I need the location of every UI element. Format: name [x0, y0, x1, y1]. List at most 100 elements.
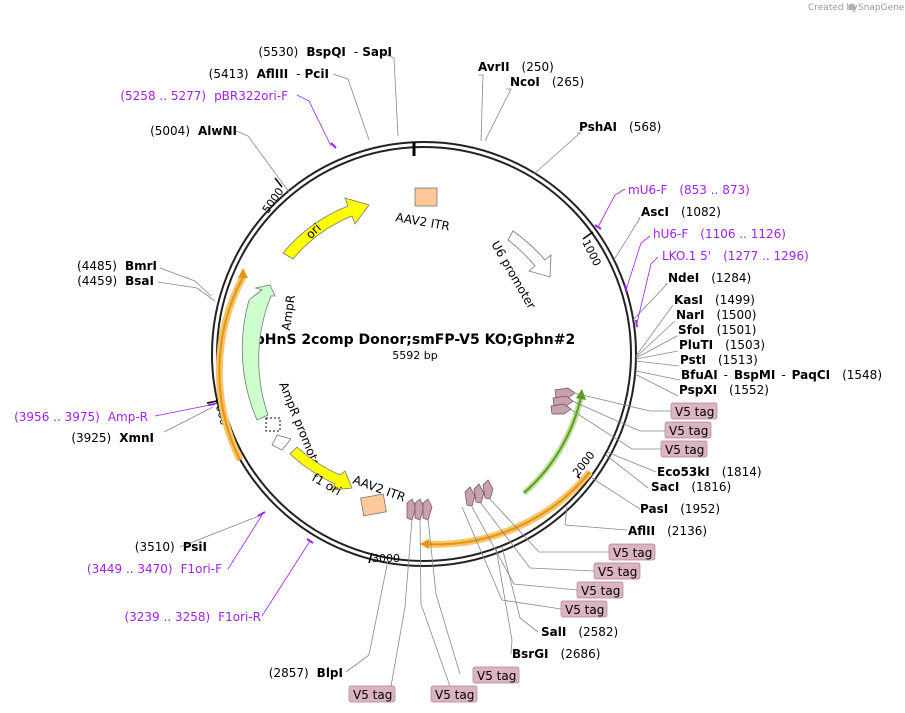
f1-ori-arrow: [289, 446, 353, 491]
primer-f1ori-r: (3239 .. 3258)F1ori-R: [124, 610, 261, 624]
leader-psii: [179, 515, 260, 548]
ampr-promoter-arrow: [271, 434, 292, 451]
v5-tag-label: V5 tag: [675, 405, 714, 419]
leader-lko1: [636, 256, 659, 324]
leader-v5: [479, 501, 595, 572]
leader-xmni: [163, 406, 214, 433]
leader-pasi: [591, 477, 641, 510]
u6-promoter-arrow: [507, 230, 552, 278]
v5-tag: V5 tag: [576, 581, 624, 599]
v5-tag: V5 tag: [660, 440, 708, 458]
orange-arc-bottom-halo: [424, 469, 593, 548]
leader-v5: [573, 392, 671, 412]
leader-aflii: [564, 506, 628, 531]
v5-glyph: [473, 483, 485, 504]
aav2-itr-bottom-box: [360, 493, 387, 517]
features: ori AAV2 ITR U6 promoter AmpR AmpR promo…: [215, 187, 593, 549]
leader-pshai: [533, 132, 582, 175]
leader-bsai: [157, 281, 216, 302]
tick-marks: 1000 2000 3000 4000 5000: [206, 177, 604, 565]
enzyme-bspqi: (5530)BspQI-SapI: [258, 45, 392, 59]
leader-v5: [427, 518, 461, 675]
v5-glyph: [552, 395, 574, 407]
tick-label-3000: 3000: [372, 552, 400, 565]
leader-pspxi: [634, 373, 679, 397]
v5-tag-label: V5 tag: [477, 669, 516, 683]
leader-kasi: [635, 304, 674, 357]
v5-tag-label: V5 tag: [665, 443, 704, 457]
enzyme-asci: AscI(1082): [641, 205, 721, 219]
primer-f1ori-f: (3449 .. 3470)F1ori-F: [87, 562, 222, 576]
aav2-itr-top-label: AAV2 ITR: [394, 210, 450, 233]
enzyme-ncoi: NcoI(265): [510, 75, 584, 89]
enzyme-eco53ki: Eco53kI(1814): [657, 465, 762, 479]
primers: (5258 .. 5277)pBR322ori-F mU6-F(853 .. 8…: [14, 89, 809, 624]
primer-lko1: LKO.1 5'(1277 .. 1296): [662, 249, 809, 263]
v5-tag-boxes: V5 tag V5 tag V5 tag V5 tag V5 tag V5 ta…: [348, 402, 718, 703]
enzyme-bfuai: BfuAI-BspMI-PaqCI(1548): [681, 368, 882, 382]
v5-leaders: [389, 392, 671, 693]
v5-tag-label: V5 tag: [581, 584, 620, 598]
enzyme-psti: PstI(1513): [680, 353, 758, 367]
orange-arc-left: [218, 276, 244, 461]
enzyme-blpi: (2857)BlpI: [269, 666, 343, 680]
leader-f1ori-r: [261, 540, 311, 617]
primer-mark: [257, 511, 266, 517]
leader-v5: [461, 506, 562, 610]
snapgene-credit: Created by SnapGene: [808, 3, 905, 13]
v5-tag: V5 tag: [560, 600, 608, 618]
v5-glyph: [482, 479, 494, 500]
primer-amp-r: (3956 .. 3975)Amp-R: [14, 410, 148, 424]
enzyme-saci: SacI(1816): [651, 480, 731, 494]
primer-mark: [306, 538, 314, 544]
leader-psti: [635, 360, 680, 367]
primer-leaders: [154, 94, 659, 617]
enzyme-bmri: (4485)BmrI: [77, 259, 157, 273]
leader-ndei: [632, 283, 668, 321]
enzyme-pasi: PasI(1952): [640, 502, 720, 516]
leader-mu6-f: [597, 188, 626, 228]
ampr-arrow: [241, 284, 276, 421]
leader-v5: [569, 408, 661, 450]
leader-bfuai: [635, 370, 681, 381]
v5-tag-label: V5 tag: [565, 603, 604, 617]
leader-nari: [635, 320, 676, 358]
enzyme-psii: (3510)PsiI: [135, 540, 207, 554]
v5-tag: V5 tag: [608, 543, 656, 561]
primer-mark: [635, 319, 638, 328]
v5-tag-label: V5 tag: [669, 424, 708, 438]
enzymes-right: AvrII(250) NcoI(265) PshAI(568) AscI(108…: [478, 60, 882, 661]
leader-f1ori-f: [227, 514, 263, 570]
v5-glyph: [464, 486, 476, 507]
leader-sfoi: [635, 335, 678, 359]
primer-marks: [207, 142, 638, 544]
primer-mark: [594, 224, 602, 230]
plasmid-size: 5592 bp: [392, 349, 437, 362]
tick-3000: [368, 552, 373, 564]
leader-v5: [488, 497, 609, 553]
tick-5000: [274, 177, 283, 188]
enzyme-sfoi: SfoI(1501): [678, 323, 756, 337]
leader-asci: [613, 217, 641, 261]
v5-glyph: [554, 387, 576, 399]
v5-glyph: [414, 498, 425, 521]
orange-arc-bottom-head: [420, 539, 429, 549]
tick-4000: [206, 400, 218, 404]
backbone-outer: [211, 141, 637, 567]
v5-tag-label: V5 tag: [598, 565, 637, 579]
tick-label-1000: 1000: [579, 237, 603, 268]
primer-pbr322ori-f: (5258 .. 5277)pBR322ori-F: [120, 89, 288, 103]
snapgene-logo-icon: [848, 3, 856, 11]
enzyme-nari: NarI(1500): [676, 308, 756, 322]
leader-v5: [389, 518, 413, 693]
aav2-itr-top-box: [414, 187, 438, 207]
enzyme-sali: SalI(2582): [541, 625, 618, 639]
credit-brand: SnapGene: [858, 3, 905, 13]
leader-bspqi: [379, 51, 399, 137]
leader-afliii: [332, 73, 370, 141]
primer-mark: [624, 284, 628, 293]
leader-v5: [470, 504, 578, 591]
leader-saci: [605, 454, 649, 489]
primer-mark: [330, 142, 337, 149]
v5-tag: V5 tag: [670, 402, 718, 420]
